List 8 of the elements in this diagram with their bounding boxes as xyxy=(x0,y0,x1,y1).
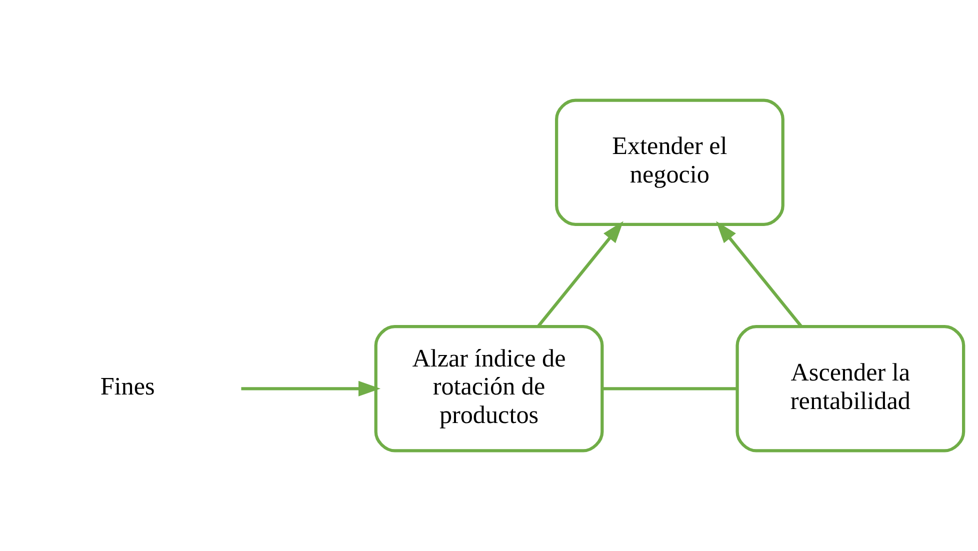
node-text: Fines xyxy=(100,374,155,401)
connector xyxy=(602,387,738,390)
node-box: Ascender la rentabilidad xyxy=(736,325,966,452)
arrow xyxy=(716,221,802,328)
arrow xyxy=(537,221,624,328)
node-box: Extender el negocio xyxy=(555,98,784,226)
arrow xyxy=(241,380,381,396)
node-box: Alzar índice de rotación de productos xyxy=(374,325,604,452)
